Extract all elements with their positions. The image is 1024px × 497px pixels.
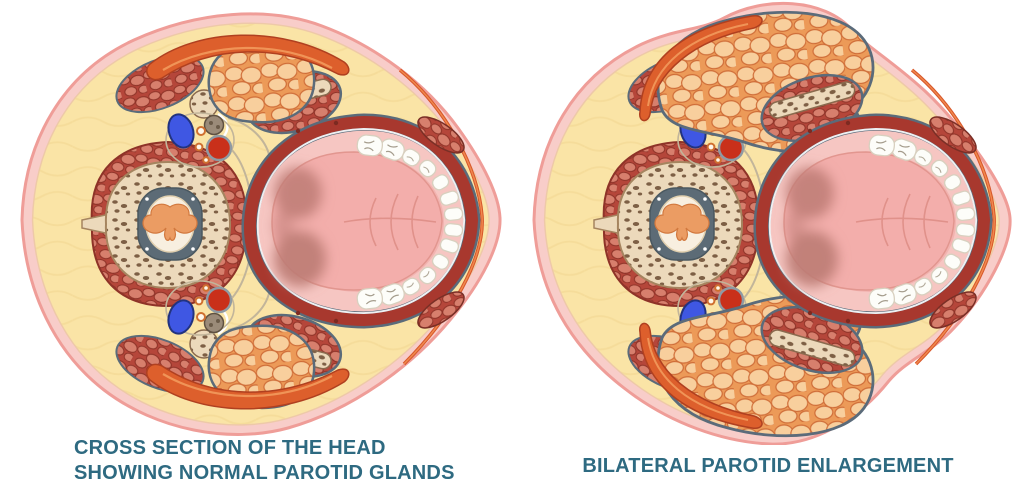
denticulate-ligaments	[657, 197, 707, 251]
scm-band-lower	[146, 363, 350, 410]
tooth	[955, 206, 976, 222]
buccinator-ring-muscle	[243, 115, 479, 327]
mucosa-line	[256, 127, 466, 315]
tooth	[868, 134, 896, 157]
tooth	[431, 253, 450, 270]
enlarged-head-caption: BILATERAL PAROTID ENLARGEMENT	[512, 454, 1024, 479]
normal-head-panel: CROSS SECTION OF THE HEAD SHOWING NORMAL…	[0, 0, 512, 486]
tooth	[955, 222, 976, 238]
buccinator-ring-muscle	[755, 115, 991, 327]
tongue-ridges	[855, 193, 949, 251]
parotid-region-enlarged	[656, 10, 875, 438]
tooth	[401, 277, 421, 296]
dental-arch	[356, 134, 464, 310]
small-vessels	[194, 284, 210, 322]
tooth	[439, 190, 460, 206]
oral-cavity	[231, 113, 481, 329]
denticulate-ligaments	[145, 197, 195, 251]
tooth	[356, 134, 384, 157]
enlarged-head-panel: BILATERAL PAROTID ENLARGEMENT	[512, 0, 1024, 497]
normal-head-caption: CROSS SECTION OF THE HEAD SHOWING NORMAL…	[74, 436, 455, 486]
tongue-posterior-shading	[785, 167, 838, 287]
tooth	[943, 174, 962, 191]
tongue-posterior-shading	[273, 167, 326, 287]
nerve-bundle	[203, 114, 225, 136]
sternocleidomastoid-bands	[639, 15, 763, 429]
small-vessels	[194, 126, 210, 164]
tooth	[891, 138, 917, 161]
carotid-artery	[205, 134, 233, 162]
sternocleidomastoid-bands	[146, 34, 350, 410]
tooth	[943, 253, 962, 270]
tooth	[418, 159, 437, 178]
deep-neck-muscle-upper	[115, 54, 205, 114]
carotid-artery	[205, 286, 233, 314]
tooth	[891, 283, 917, 306]
dental-arch	[868, 134, 976, 310]
oral-cavity	[743, 113, 993, 329]
gray-matter-butterfly	[654, 203, 710, 241]
tooth	[930, 266, 949, 285]
neurovascular-bundle	[165, 280, 235, 336]
mandible-ramus-upper	[768, 81, 856, 119]
facial-muscle-lower	[417, 291, 465, 329]
tooth	[401, 148, 421, 167]
tongue-ridges	[343, 193, 437, 251]
caption-line: BILATERAL PAROTID ENLARGEMENT	[582, 455, 954, 477]
head-cross-section-normal	[20, 12, 502, 436]
nerve-bundle	[203, 312, 225, 334]
tooth	[356, 287, 384, 310]
ring-vessel-dots	[807, 120, 851, 324]
tooth	[379, 138, 405, 161]
jugular-vein	[167, 113, 195, 149]
carotid-sheath-outline	[165, 112, 235, 168]
normal-head-illustration	[0, 0, 512, 445]
tooth	[868, 287, 896, 310]
tooth	[443, 206, 464, 222]
tooth	[951, 190, 972, 206]
caption-line-1: CROSS SECTION OF THE HEAD	[74, 437, 386, 459]
carotid-sheath-outline	[165, 280, 235, 336]
mandible-ramus-lower	[768, 329, 856, 367]
enlarged-head-illustration	[512, 0, 1024, 445]
tooth	[431, 174, 450, 191]
tooth	[913, 148, 933, 167]
tooth	[379, 283, 405, 306]
tooth	[930, 159, 949, 178]
mucosa-line	[768, 127, 978, 315]
gray-matter-butterfly	[142, 203, 198, 241]
ring-vessel-dots	[295, 120, 339, 324]
tooth	[443, 222, 464, 238]
facial-muscle-upper	[929, 116, 977, 154]
parotid-region-normal	[207, 38, 343, 410]
caption-line-2: SHOWING NORMAL PAROTID GLANDS	[74, 462, 455, 484]
scm-band-upper	[146, 34, 350, 81]
tooth	[418, 266, 437, 285]
head-cross-section-enlarged	[532, 1, 1012, 445]
tooth	[951, 238, 972, 254]
tooth	[439, 238, 460, 254]
cervical-vertebra-complex	[81, 54, 248, 394]
neurovascular-bundle	[165, 112, 235, 168]
facial-muscle-lower	[929, 291, 977, 329]
facial-muscle-upper	[417, 116, 465, 154]
jugular-vein	[167, 299, 195, 335]
